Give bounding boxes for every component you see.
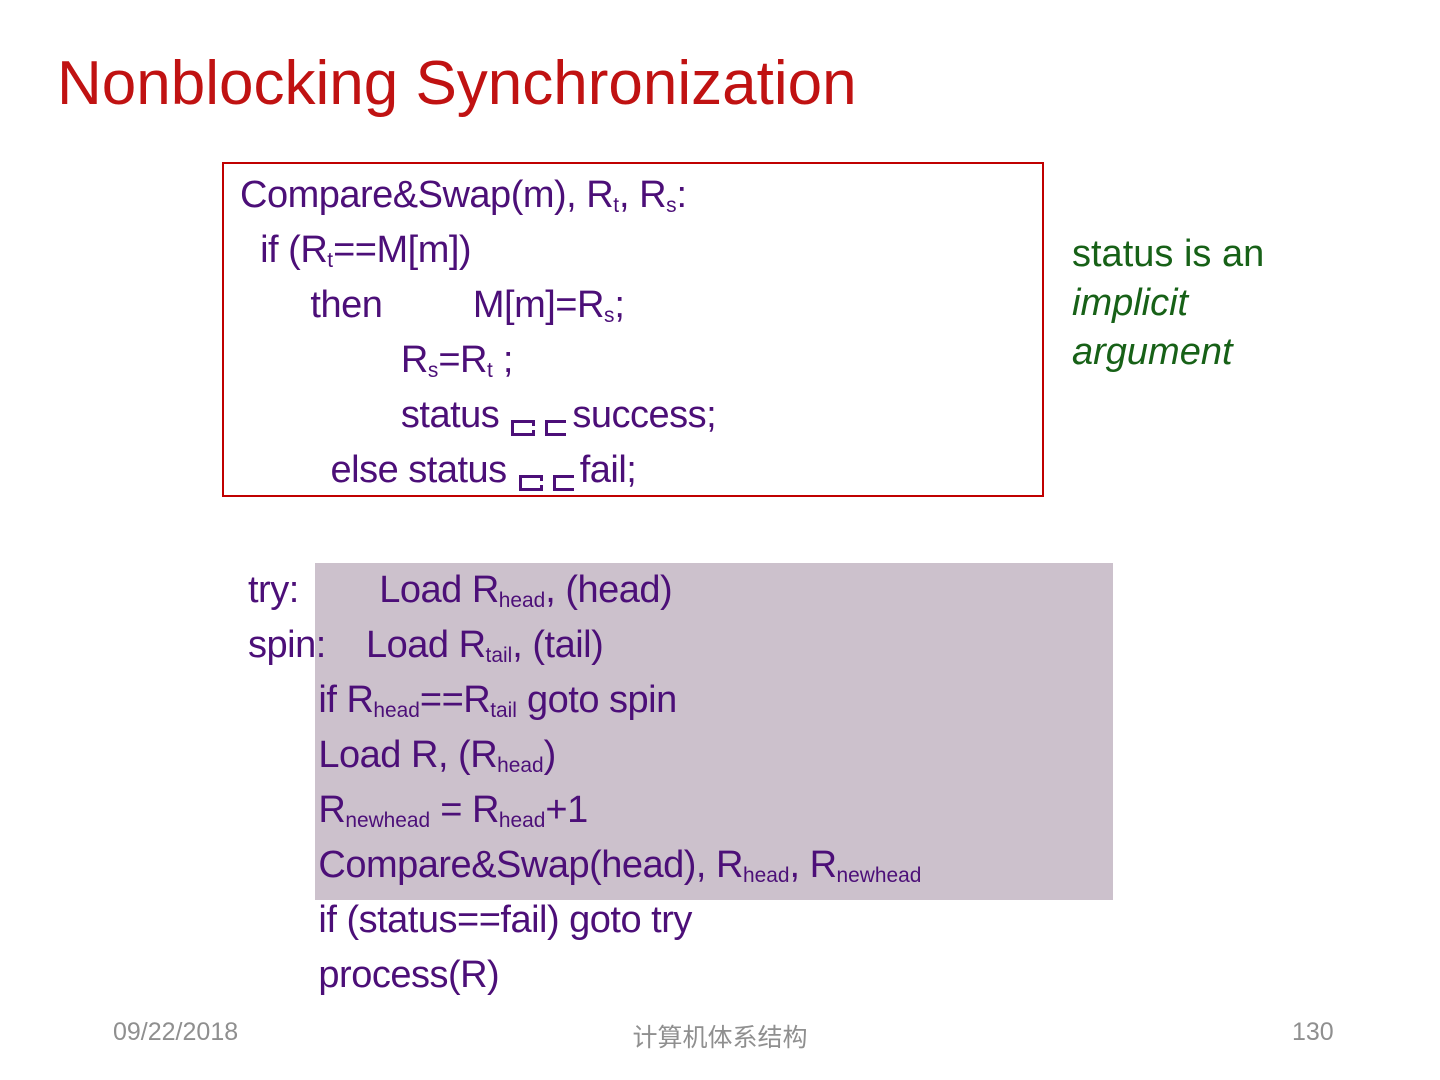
code-subscript: s xyxy=(666,194,677,218)
code-text: , (head) xyxy=(545,569,673,611)
code-line: process(R) xyxy=(248,948,921,1003)
code-line: Load R, (Rhead) xyxy=(248,728,921,783)
assign-symbol-icon xyxy=(518,475,543,491)
code-subscript: head xyxy=(743,864,790,888)
code-text: R xyxy=(248,789,346,831)
code-text: : xyxy=(676,174,688,216)
code-text: if (status==fail) goto try xyxy=(248,899,692,941)
code-line: spin: Load Rtail, (tail) xyxy=(248,618,921,673)
compare-swap-code: Compare&Swap(m), Rt, Rs: if (Rt==M[m]) t… xyxy=(240,168,717,498)
code-subscript: t xyxy=(613,194,620,218)
code-line: if (Rt==M[m]) xyxy=(240,223,716,278)
note-line-1: status is an xyxy=(1072,233,1265,275)
code-text: status xyxy=(240,394,510,436)
code-text: +1 xyxy=(545,789,588,831)
footer-page-number: 130 xyxy=(1292,1018,1334,1046)
code-text: = R xyxy=(430,789,499,831)
code-text: Compare&Swap(head), R xyxy=(248,844,743,886)
code-subscript: head xyxy=(373,699,420,723)
code-text: R xyxy=(240,339,428,381)
note-line-3: argument xyxy=(1072,331,1233,373)
footer-course-title: 计算机体系结构 xyxy=(632,1024,808,1052)
code-line: if (status==fail) goto try xyxy=(248,893,921,948)
code-line: Rs=Rt ; xyxy=(240,333,716,388)
code-line: status success; xyxy=(240,388,717,443)
code-text: spin: Load R xyxy=(248,624,486,666)
code-text: try: Load R xyxy=(248,569,499,611)
code-text: ; xyxy=(614,284,625,326)
code-text: Compare&Swap(m), R xyxy=(240,174,614,216)
code-text: fail; xyxy=(579,449,637,491)
code-line: if Rhead==Rtail goto spin xyxy=(248,673,921,728)
code-subscript: t xyxy=(486,359,493,383)
queue-code-highlight xyxy=(315,563,1113,900)
code-subscript: newhead xyxy=(836,864,922,888)
code-line: Rnewhead = Rhead+1 xyxy=(248,783,921,838)
status-side-note: status is an implicit argument xyxy=(1072,230,1264,377)
code-line: Compare&Swap(head), Rhead, Rnewhead xyxy=(248,838,921,893)
code-subscript: head xyxy=(497,754,544,778)
assign-symbol-icon xyxy=(545,420,567,436)
code-subscript: tail xyxy=(490,699,517,723)
code-text: else status xyxy=(240,449,517,491)
code-text: ; xyxy=(492,339,514,381)
slide-title: Nonblocking Synchronization xyxy=(57,49,857,118)
assign-symbol-icon xyxy=(511,420,536,436)
code-text: ) xyxy=(543,734,557,776)
code-text: success; xyxy=(572,394,717,436)
code-text: =R xyxy=(438,339,487,381)
code-line: try: Load Rhead, (head) xyxy=(248,563,921,618)
footer-date: 09/22/2018 xyxy=(113,1018,239,1046)
code-text: , R xyxy=(619,174,667,216)
assign-symbol-icon xyxy=(552,475,574,491)
code-subscript: s xyxy=(603,304,615,328)
code-text: if (R xyxy=(240,229,328,271)
code-text: if R xyxy=(248,679,374,721)
code-text: ==R xyxy=(419,679,491,721)
code-subscript: tail xyxy=(485,644,513,668)
footer: 09/22/2018 计算机体系结构 130 xyxy=(0,1018,1440,1052)
code-subscript: newhead xyxy=(345,809,431,833)
code-text: process(R) xyxy=(248,954,500,996)
code-text: ==M[m]) xyxy=(333,229,472,271)
code-text: , (tail) xyxy=(512,624,604,666)
code-subscript: head xyxy=(498,809,546,833)
code-subscript: head xyxy=(498,589,546,613)
code-line: then M[m]=Rs; xyxy=(240,278,716,333)
code-text: goto spin xyxy=(516,679,677,721)
code-line: Compare&Swap(m), Rt, Rs: xyxy=(240,168,716,223)
code-subscript: t xyxy=(327,249,334,273)
code-text: then M[m]=R xyxy=(240,284,604,326)
queue-code: try: Load Rhead, (head)spin: Load Rtail,… xyxy=(248,563,921,1003)
code-text: Load R, (R xyxy=(248,734,498,776)
code-line: else status fail; xyxy=(240,443,716,498)
code-subscript: s xyxy=(427,359,439,383)
compare-swap-outline-box xyxy=(222,162,1044,497)
note-line-2: implicit xyxy=(1072,282,1189,324)
code-text: , R xyxy=(789,844,837,886)
